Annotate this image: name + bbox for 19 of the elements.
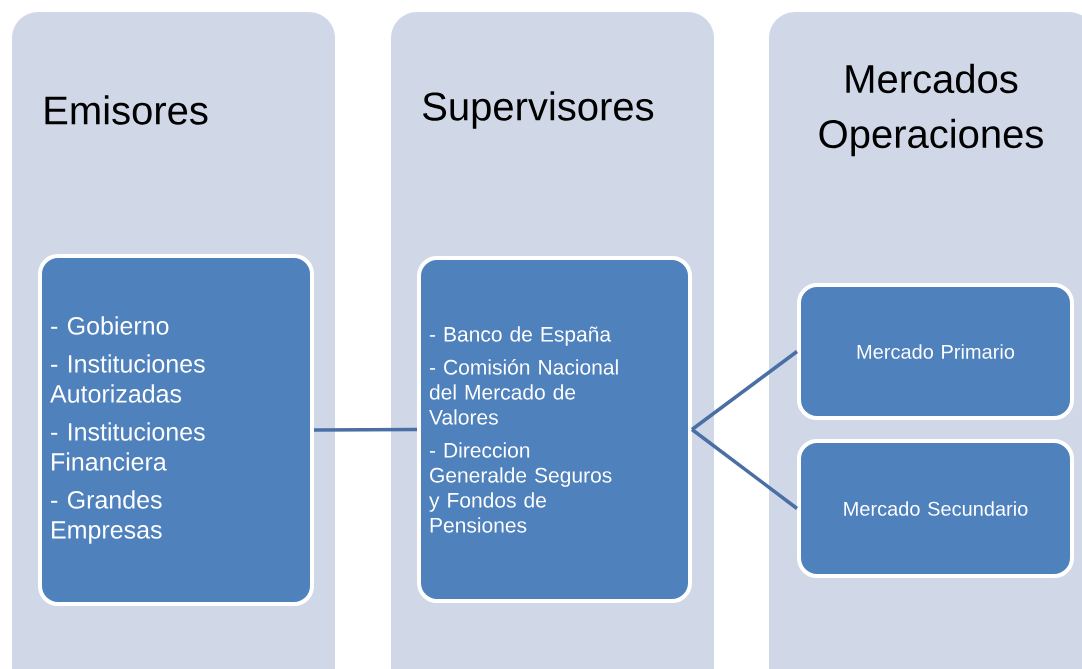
column-heading: Supervisores [423, 91, 654, 129]
process-box [797, 283, 1074, 420]
process-box [38, 254, 314, 606]
connector-line [314, 427, 418, 432]
list-item: - Gobierno [51, 316, 169, 335]
column-heading: Mercados Operaciones [819, 63, 1043, 157]
list-item: - Comisión Nacional del Mercado de Valores [429, 359, 618, 425]
connector-line [690, 350, 799, 431]
list-item: - Instituciones Autorizadas [50, 354, 205, 403]
process-box [797, 439, 1074, 578]
list-item: - Banco de España [429, 326, 612, 346]
list-item: - Direccion Generalde Seguros y Fondos de Pensiones [429, 442, 612, 533]
process-box [417, 256, 692, 603]
list-item: Mercado Primario [857, 344, 1015, 359]
list-item: - Instituciones Financiera [51, 422, 205, 471]
list-item: Mercado Secundario [844, 501, 1028, 516]
connector-line [690, 428, 799, 510]
list-item: - Grandes Empresas [51, 490, 162, 544]
column-heading: Emisores [45, 95, 208, 125]
